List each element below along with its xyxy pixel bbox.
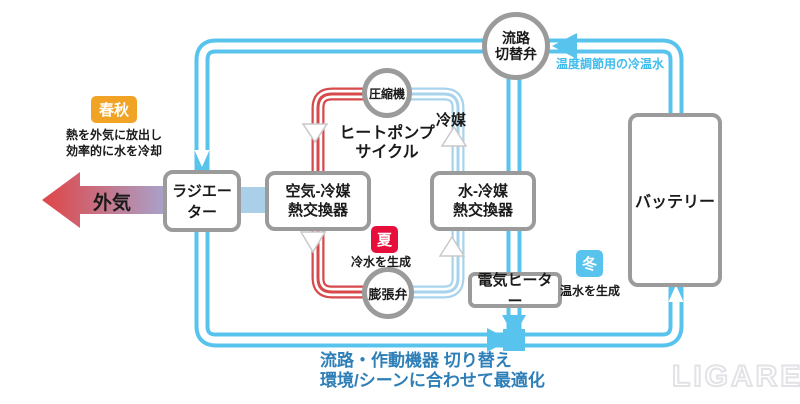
winter-badge: 冬 [576, 250, 603, 277]
summer-badge: 夏 [371, 226, 398, 253]
water-refrigerant-hx-label: 水-冷媒 熱交換器 [452, 183, 513, 219]
refrigerant-label: 冷媒 [436, 112, 467, 129]
coolant-line-label: 温度調節用の冷温水 [556, 57, 665, 71]
flow-switch-valve-node: 流路 切替弁 [482, 12, 550, 80]
caption-line2: 環境/シーンに合わせて最適化 [320, 371, 545, 390]
spring-autumn-badge: 春秋 [91, 96, 137, 123]
spring-autumn-badge-label: 春秋 [98, 102, 129, 119]
compressor-node: 圧縮機 [362, 68, 412, 118]
expansion-valve-node: 膨張弁 [362, 267, 414, 319]
caption-line1: 流路・作動機器 切り替え [320, 351, 512, 370]
summer-badge-label: 夏 [376, 232, 392, 249]
radiator-inlet-arrow-icon [194, 150, 210, 167]
compressor-label: 圧縮機 [368, 86, 405, 101]
refrigerant-pipes-inner [313, 89, 463, 297]
water-refrigerant-hx-node: 水-冷媒 熱交換器 [430, 171, 536, 231]
refrigerant-arrow-up-lower-icon [438, 235, 466, 257]
refrigerant-arrow-up-upper-icon [440, 125, 468, 147]
flow-switch-valve-label: 流路 切替弁 [495, 30, 537, 62]
heater-flow-arrow-down-icon [502, 315, 526, 336]
winter-note: 温水を生成 [560, 284, 621, 298]
battery-arrow-stem [672, 301, 680, 310]
bottom-flow-arrow-right-icon [487, 328, 510, 352]
battery-inlet-arrow-icon [668, 285, 684, 302]
electric-heater-node: 電気ヒーター [468, 272, 562, 310]
winter-badge-label: 冬 [581, 256, 597, 273]
radiator-node: ラジエーター [163, 170, 241, 232]
battery-node: バッテリー [628, 113, 722, 287]
spring-autumn-note: 熱を外気に放出し 効率的に水を冷却 [66, 128, 163, 158]
radiator-label: ラジエーター [172, 183, 232, 221]
summer-note: 冷水を生成 [351, 255, 412, 269]
battery-label: バッテリー [634, 194, 715, 211]
outside-air-arrow-icon [42, 172, 165, 228]
expansion-valve-label: 膨張弁 [368, 286, 408, 302]
pipe-junction-patch [503, 329, 525, 351]
air-refrigerant-hx-node: 空気-冷媒 熱交換器 [265, 171, 371, 231]
ligare-watermark: LIGARE [671, 359, 800, 394]
top-flow-arrow-left-icon [552, 33, 577, 59]
refrigerant-arrow-down-upper-icon [301, 123, 329, 144]
outside-air-label: 外気 [93, 193, 132, 214]
radiator-arrow-stem [198, 138, 206, 151]
air-refrigerant-hx-label: 空気-冷媒 熱交換器 [285, 183, 351, 219]
refrigerant-arrow-down-lower-icon [299, 231, 327, 254]
refrigerant-arrows [299, 123, 468, 257]
electric-heater-label: 電気ヒーター [477, 272, 553, 310]
heat-pump-cycle-label: ヒートポンプ サイクル [339, 125, 435, 161]
